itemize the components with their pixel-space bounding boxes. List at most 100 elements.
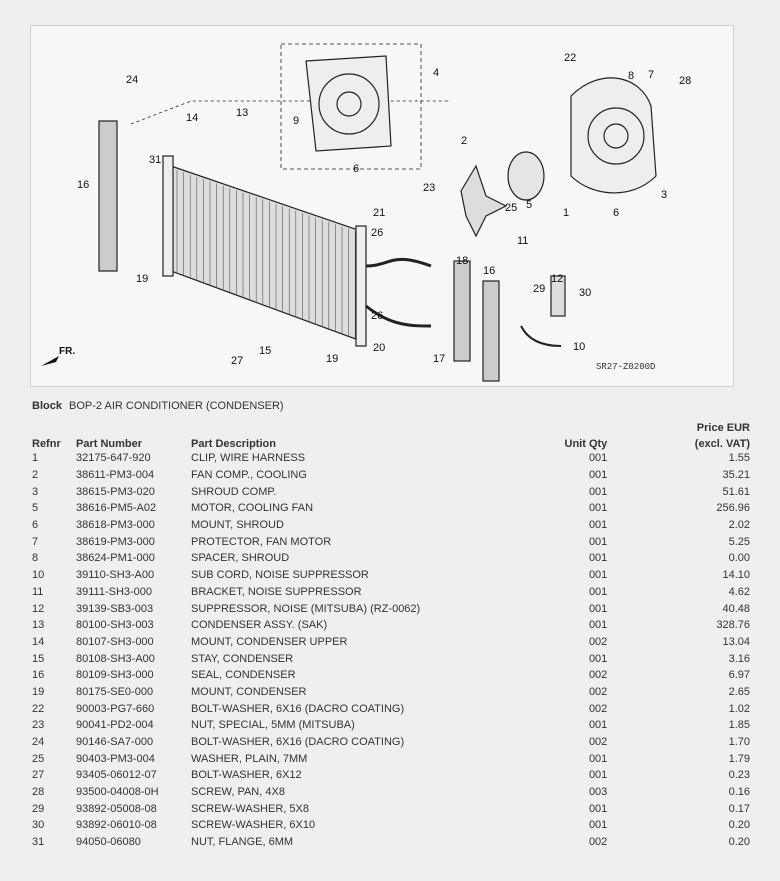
part-number-cell: 80107-SH3-000 xyxy=(76,635,154,648)
callout-15: 15 xyxy=(259,345,271,357)
block-title: Block BOP-2 AIR CONDITIONER (CONDENSER) xyxy=(32,400,284,412)
part-number-cell: 94050-06080 xyxy=(76,836,141,849)
callout-19: 19 xyxy=(326,353,338,365)
refnr-cell: 3 xyxy=(32,485,39,498)
qty-header: Unit Qty xyxy=(564,438,608,450)
qty-cell: 001 xyxy=(588,585,608,598)
qty-cell: 002 xyxy=(588,669,608,682)
parts-table: Price EUR Refnr Part Number Part Descrip… xyxy=(26,418,756,851)
callout-7: 7 xyxy=(648,69,654,81)
price-cell: 2.02 xyxy=(728,519,750,532)
description-cell: SUPPRESSOR, NOISE (MITSUBA) (RZ-0062) xyxy=(191,602,421,615)
part-number-cell: 38618-PM3-000 xyxy=(76,519,155,532)
header-row: Refnr Part Number Part Description Unit … xyxy=(26,434,756,450)
callout-24: 24 xyxy=(126,74,138,86)
refnr-cell: 15 xyxy=(32,652,45,665)
description-cell: SCREW-WASHER, 5X8 xyxy=(191,802,309,815)
refnr-cell: 8 xyxy=(32,552,39,565)
part-number-cell: 38619-PM3-000 xyxy=(76,535,155,548)
part-number-cell: 32175-647-920 xyxy=(76,452,151,465)
description-cell: SCREW, PAN, 4X8 xyxy=(191,786,285,799)
qty-cell: 001 xyxy=(588,719,608,732)
qty-cell: 001 xyxy=(588,502,608,515)
refnr-cell: 12 xyxy=(32,602,45,615)
refnr-cell: 6 xyxy=(32,519,39,532)
description-cell: SPACER, SHROUD xyxy=(191,552,290,565)
callout-12: 12 xyxy=(551,273,563,285)
qty-cell: 001 xyxy=(588,535,608,548)
callout-31: 31 xyxy=(149,154,161,166)
description-header: Part Description xyxy=(191,438,276,450)
price-header-line2: (excl. VAT) xyxy=(694,438,750,450)
refnr-cell: 5 xyxy=(32,502,39,515)
price-cell: 0.16 xyxy=(728,786,750,799)
callout-13: 13 xyxy=(236,107,248,119)
price-cell: 13.04 xyxy=(722,635,750,648)
callout-29: 29 xyxy=(533,283,545,295)
part-number-cell: 90403-PM3-004 xyxy=(76,752,155,765)
callout-11: 11 xyxy=(517,235,528,247)
price-cell: 256.96 xyxy=(716,502,750,515)
callout-17: 17 xyxy=(433,353,445,365)
price-cell: 0.00 xyxy=(728,552,750,565)
callout-6: 6 xyxy=(613,207,619,219)
qty-cell: 001 xyxy=(588,485,608,498)
qty-cell: 001 xyxy=(588,519,608,532)
price-cell: 328.76 xyxy=(716,619,750,632)
description-cell: STAY, CONDENSER xyxy=(191,652,294,665)
callout-14: 14 xyxy=(186,112,198,124)
qty-cell: 001 xyxy=(588,619,608,632)
refnr-cell: 14 xyxy=(32,635,45,648)
refnr-cell: 10 xyxy=(32,569,45,582)
price-cell: 1.02 xyxy=(728,702,750,715)
callout-10: 10 xyxy=(573,341,585,353)
refnr-header: Refnr xyxy=(32,438,61,450)
callout-9: 9 xyxy=(293,115,299,127)
part-number-cell: 93892-05008-08 xyxy=(76,802,157,815)
refnr-cell: 22 xyxy=(32,702,45,715)
price-cell: 0.17 xyxy=(728,802,750,815)
description-cell: SHROUD COMP. xyxy=(191,485,277,498)
callout-21: 21 xyxy=(373,207,385,219)
front-arrow-icon xyxy=(41,356,59,366)
description-cell: SUB CORD, NOISE SUPPRESSOR xyxy=(191,569,369,582)
callout-26: 26 xyxy=(371,310,383,322)
part-number-cell: 80108-SH3-A00 xyxy=(76,652,155,665)
refnr-cell: 11 xyxy=(32,585,44,598)
part-number-cell: 93892-06010-08 xyxy=(76,819,157,832)
qty-cell: 002 xyxy=(588,736,608,749)
part-number-cell: 90146-SA7-000 xyxy=(76,736,154,749)
refnr-cell: 1 xyxy=(32,452,39,465)
qty-cell: 002 xyxy=(588,685,608,698)
callout-20: 20 xyxy=(373,342,385,354)
description-cell: CONDENSER ASSY. (SAK) xyxy=(191,619,328,632)
refnr-cell: 29 xyxy=(32,802,45,815)
price-cell: 1.70 xyxy=(728,736,750,749)
qty-cell: 003 xyxy=(588,786,608,799)
refnr-cell: 16 xyxy=(32,669,45,682)
price-cell: 51.61 xyxy=(722,485,750,498)
block-label: Block xyxy=(32,400,62,412)
part-number-cell: 39139-SB3-003 xyxy=(76,602,154,615)
price-cell: 0.20 xyxy=(728,819,750,832)
part-number-cell: 39111-SH3-000 xyxy=(76,585,153,598)
refnr-cell: 2 xyxy=(32,469,39,482)
description-cell: SEAL, CONDENSER xyxy=(191,669,296,682)
diagram-code: SR27-Z0200D xyxy=(596,362,655,372)
part-number-header: Part Number xyxy=(76,438,143,450)
refnr-cell: 25 xyxy=(32,752,45,765)
callout-16: 16 xyxy=(77,179,89,191)
